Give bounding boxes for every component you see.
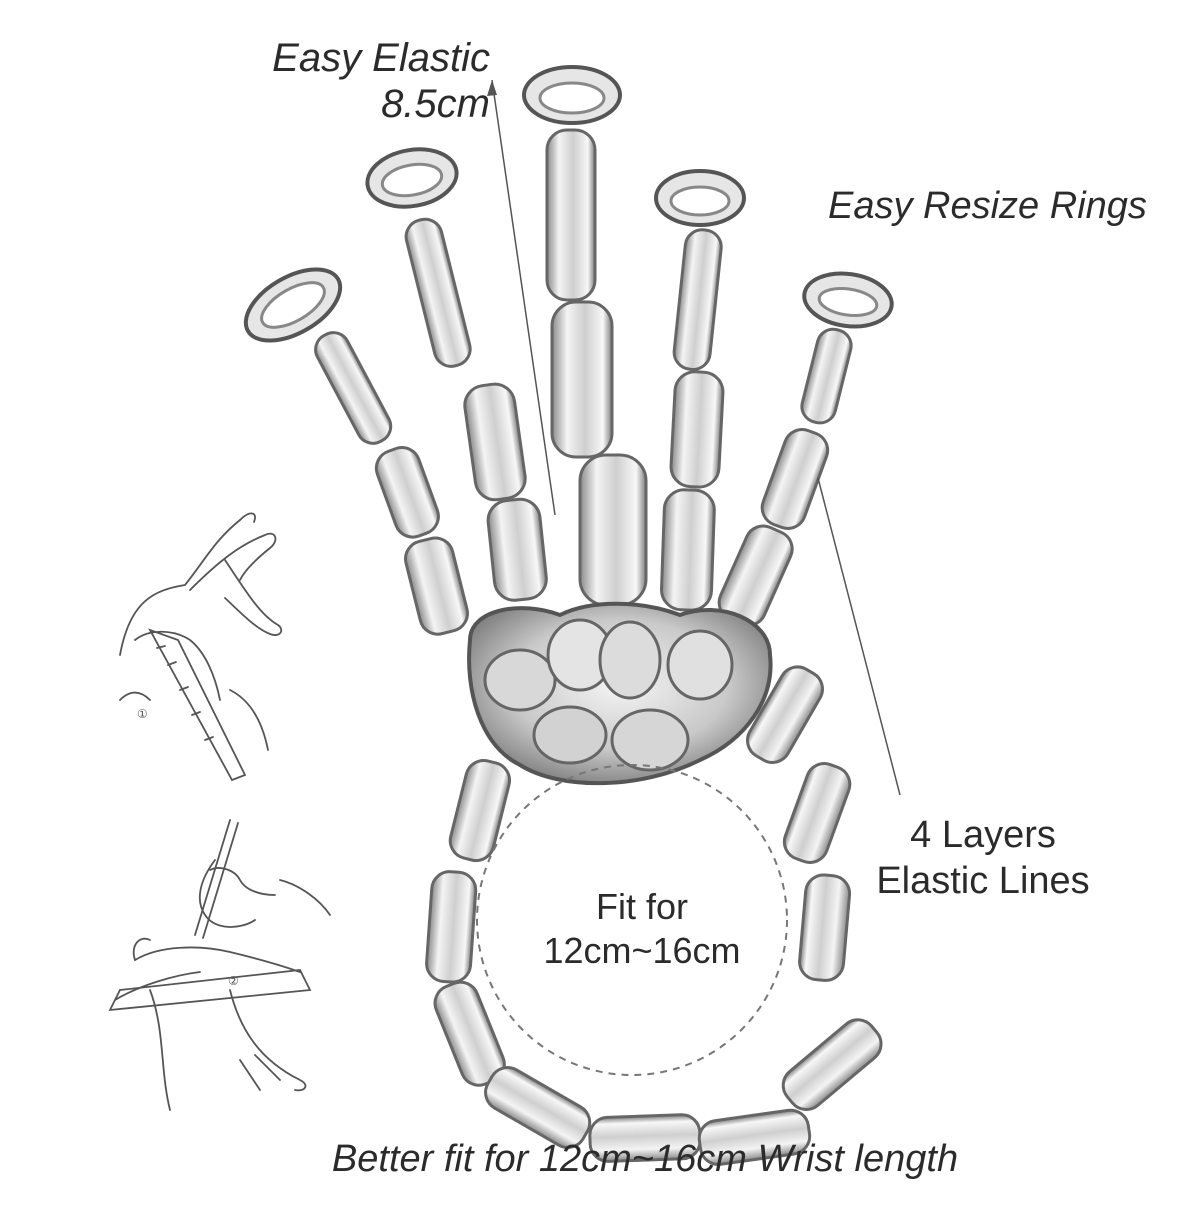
fit-circle (476, 764, 788, 1076)
elastic-pointer-line (491, 79, 556, 516)
easy-elastic-length: 8.5cm (381, 82, 490, 126)
layers-pointer-line (817, 477, 901, 796)
elastic-lines-label: 4 Layers Elastic Lines (868, 812, 1098, 904)
step-1-marker: ① (137, 707, 148, 721)
finger-middle (522, 65, 648, 607)
knuckle-plate (467, 601, 773, 786)
measure-wrist-sketch-1 (119, 512, 283, 782)
layers-desc: Elastic Lines (876, 860, 1090, 902)
fit-title: Fit for (595, 886, 688, 927)
step-2-marker: ② (228, 974, 239, 988)
layers-count: 4 Layers (910, 814, 1056, 856)
fit-range: 12cm~16cm (543, 930, 741, 971)
wrist-bracelet (425, 665, 883, 1166)
fit-size-label: Fit for 12cm~16cm (512, 885, 772, 973)
finger-thumb (243, 267, 469, 636)
finger-ring (654, 169, 746, 612)
measure-wrist-sketch-2 (108, 819, 331, 1111)
easy-resize-rings-label: Easy Resize Rings (828, 185, 1147, 227)
wrist-length-caption: Better fit for 12cm~16cm Wrist length (331, 1138, 959, 1180)
finger-pinky (717, 271, 894, 627)
finger-index (365, 147, 548, 602)
easy-elastic-label: Easy Elastic 8.5cm (272, 35, 490, 127)
easy-elastic-title: Easy Elastic (272, 36, 490, 80)
